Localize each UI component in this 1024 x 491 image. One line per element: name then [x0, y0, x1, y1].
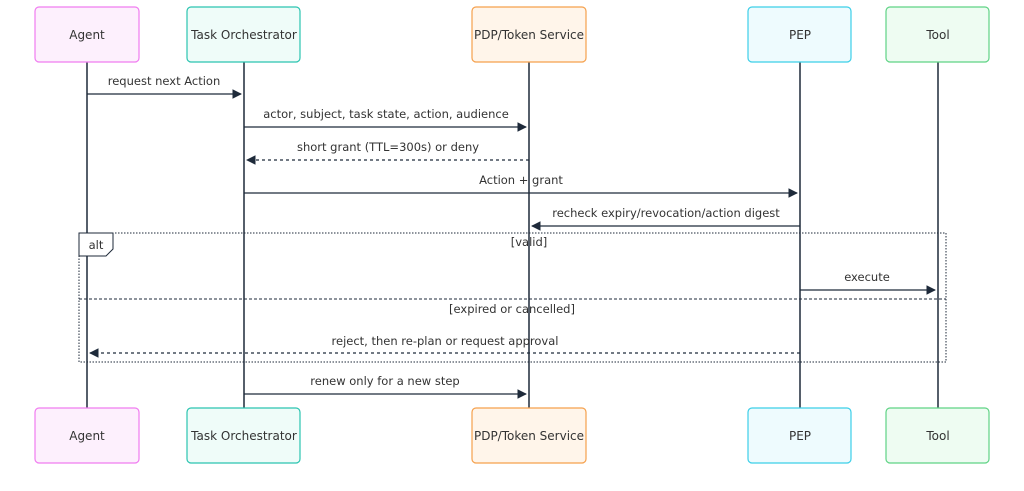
actor-pep-top-label: PEP: [789, 28, 811, 42]
actor-tool-bottom[interactable]: Tool: [885, 407, 990, 464]
actor-tool-top-box: [885, 6, 990, 63]
actor-agent-top-label: Agent: [69, 28, 105, 42]
actor-tool-bottom-box: [885, 407, 990, 464]
actor-pdp-bottom-box: [471, 407, 587, 464]
alt-condition-valid: [valid]: [511, 235, 548, 249]
actor-agent-top-box: [34, 6, 140, 63]
alt-condition-expired: [expired or cancelled]: [449, 302, 575, 316]
actor-pdp-bottom-label: PDP/Token Service: [474, 429, 584, 443]
message-label-action-grant: Action + grant: [479, 173, 563, 187]
actor-orchestrator-bottom-box: [186, 407, 301, 464]
actors-top: Agent Task Orchestrator PDP/Token Servic…: [34, 6, 990, 63]
actor-agent-top[interactable]: Agent: [34, 6, 140, 63]
actor-tool-top-label: Tool: [925, 28, 949, 42]
actor-pep-top[interactable]: PEP: [747, 6, 852, 63]
message-label-authorization-request: actor, subject, task state, action, audi…: [263, 107, 509, 121]
actor-orchestrator-bottom[interactable]: Task Orchestrator: [186, 407, 301, 464]
alt-frame: [78, 232, 947, 363]
alt-fragment: alt [valid] [expired or cancelled]: [78, 232, 947, 363]
alt-keyword-box: [78, 232, 114, 257]
actor-pep-bottom-label: PEP: [789, 429, 811, 443]
actor-orchestrator-top[interactable]: Task Orchestrator: [186, 6, 301, 63]
actor-orchestrator-top-label: Task Orchestrator: [190, 28, 297, 42]
actor-orchestrator-top-box: [186, 6, 301, 63]
message-label-request-next-action: request next Action: [108, 74, 221, 88]
actors-bottom: Agent Task Orchestrator PDP/Token Servic…: [34, 407, 990, 464]
lifelines: [86, 62, 939, 408]
actor-pep-top-box: [747, 6, 852, 63]
actor-tool-top[interactable]: Tool: [885, 6, 990, 63]
actor-orchestrator-bottom-label: Task Orchestrator: [190, 429, 297, 443]
actor-pdp-top-label: PDP/Token Service: [474, 28, 584, 42]
alt-keyword: alt: [89, 238, 104, 252]
actor-pdp-bottom[interactable]: PDP/Token Service: [471, 407, 587, 464]
actor-pdp-top[interactable]: PDP/Token Service: [471, 6, 587, 63]
actor-agent-bottom-label: Agent: [69, 429, 105, 443]
actor-agent-bottom-box: [34, 407, 140, 464]
message-label-renew: renew only for a new step: [310, 374, 459, 388]
actor-pep-bottom-box: [747, 407, 852, 464]
actor-pep-bottom[interactable]: PEP: [747, 407, 852, 464]
message-label-recheck: recheck expiry/revocation/action digest: [552, 206, 780, 220]
actor-tool-bottom-label: Tool: [925, 429, 949, 443]
actor-pdp-top-box: [471, 6, 587, 63]
message-label-short-grant: short grant (TTL=300s) or deny: [297, 140, 479, 154]
messages: request next Action actor, subject, task…: [87, 74, 936, 399]
message-label-reject: reject, then re-plan or request approval: [332, 334, 559, 348]
message-label-execute: execute: [844, 270, 890, 284]
actor-agent-bottom[interactable]: Agent: [34, 407, 140, 464]
